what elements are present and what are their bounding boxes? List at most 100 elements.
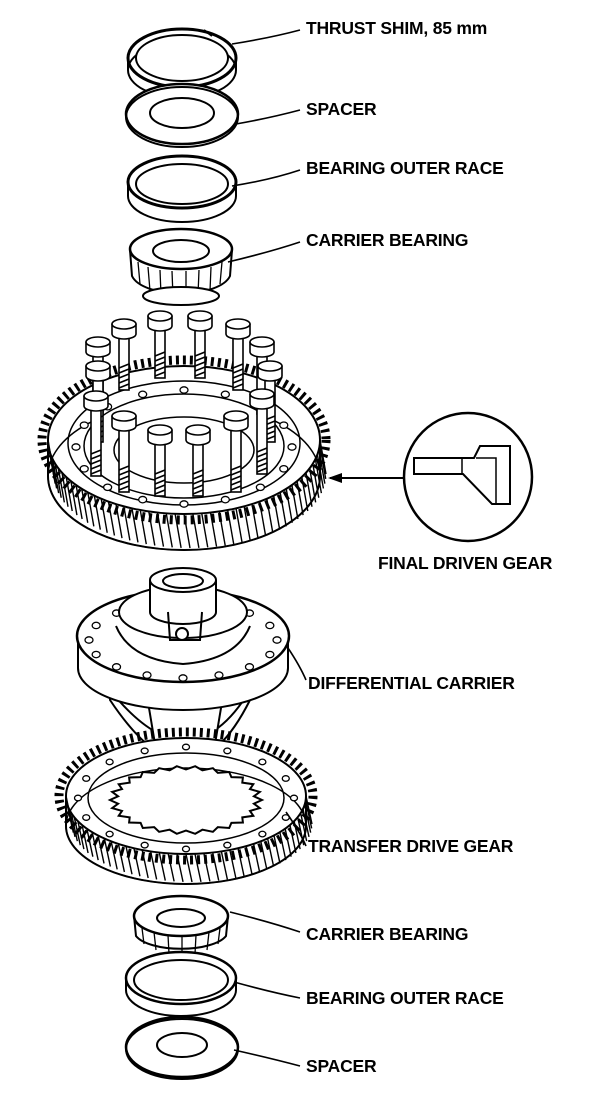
transfer-drive-gear-part bbox=[54, 727, 318, 885]
bolt-thread bbox=[90, 454, 102, 460]
gear-tooth-line bbox=[273, 835, 281, 864]
bolt-hole bbox=[140, 841, 149, 849]
bolt bbox=[223, 410, 249, 493]
gear-tooth-line bbox=[203, 853, 211, 882]
bolt-thread bbox=[154, 489, 166, 495]
bolt bbox=[111, 410, 137, 493]
gear-tooth-line bbox=[192, 513, 200, 548]
gear-tooth-line bbox=[316, 454, 325, 489]
bolt-thread bbox=[154, 371, 166, 377]
bearing-outer-race-top-part bbox=[126, 154, 238, 223]
bolt-thread bbox=[154, 356, 166, 362]
bolt-hole bbox=[84, 636, 94, 644]
bolt bbox=[83, 390, 109, 477]
gear-tooth-line bbox=[131, 508, 139, 543]
bolt-hole bbox=[79, 421, 89, 430]
bolt-thread bbox=[230, 485, 242, 491]
gear-tooth-line bbox=[54, 463, 62, 498]
bolt-thread bbox=[232, 373, 244, 379]
gear-tooth-line bbox=[318, 449, 326, 484]
bolt-head-top bbox=[85, 336, 111, 348]
gear-tooth-line bbox=[285, 488, 293, 523]
gear-tooth-line bbox=[284, 828, 292, 857]
bolt bbox=[111, 318, 137, 391]
gear-tooth-line bbox=[291, 484, 299, 520]
gear-tooth-line bbox=[87, 492, 95, 527]
gear-tooth-line bbox=[165, 513, 173, 548]
bearing-outer-race-bottom-part bbox=[124, 950, 238, 1017]
gear-tooth-line bbox=[258, 501, 267, 536]
bolt-thread bbox=[118, 470, 130, 476]
bolt-thread bbox=[192, 489, 204, 495]
bolt-thread bbox=[90, 464, 102, 470]
thrust-shim-part bbox=[126, 27, 238, 99]
bolt-hole bbox=[91, 650, 101, 659]
bolt bbox=[187, 310, 213, 379]
gear-tooth-line bbox=[260, 841, 268, 870]
gear-tooth-line bbox=[266, 838, 275, 867]
gear-tooth-line bbox=[289, 824, 297, 854]
gear-tooth-line bbox=[75, 484, 83, 520]
gear-tooth-line bbox=[68, 808, 76, 838]
final-driven-gear-label: FINAL DRIVEN GEAR bbox=[378, 553, 553, 573]
gear-tooth-line bbox=[93, 495, 102, 530]
bolt-thread bbox=[154, 484, 166, 490]
gear-tooth-line bbox=[194, 853, 202, 882]
spacer-bottom-part bbox=[124, 1015, 240, 1080]
bolt-hole bbox=[287, 443, 297, 451]
bolt-hole bbox=[71, 443, 81, 451]
gear-tooth-line bbox=[81, 488, 89, 523]
bolt-head-top bbox=[147, 424, 173, 436]
bolt-thread bbox=[194, 361, 206, 367]
bolt-hole bbox=[255, 483, 266, 492]
gear-tooth-line bbox=[73, 817, 81, 846]
bolt-thread bbox=[192, 479, 204, 485]
bolt-hole bbox=[281, 775, 290, 782]
bolt-thread bbox=[154, 351, 166, 357]
bolt-thread bbox=[118, 363, 130, 369]
bolt-hole bbox=[138, 495, 148, 504]
bolt-thread bbox=[118, 475, 130, 481]
gear-tooth-line bbox=[174, 513, 182, 548]
gear-tooth-line bbox=[57, 468, 66, 503]
bolt-hole bbox=[179, 386, 189, 394]
gear-tooth-line bbox=[314, 459, 323, 494]
bolt-thread bbox=[90, 469, 102, 475]
gear-tooth-line bbox=[125, 846, 133, 875]
gear-tooth-line bbox=[319, 444, 327, 479]
bolt-hole bbox=[82, 814, 91, 821]
gear-tooth-line bbox=[235, 508, 243, 543]
bolt-hole bbox=[289, 794, 299, 802]
bolt-head-top bbox=[223, 410, 249, 422]
bolt-head-top bbox=[185, 424, 211, 436]
bolt-hole bbox=[82, 775, 91, 782]
gear-tooth-line bbox=[279, 832, 287, 861]
gear-tooth-line bbox=[183, 513, 191, 549]
gear-tooth-line bbox=[139, 509, 147, 545]
gear-tooth-line bbox=[302, 808, 310, 838]
bolt-hole bbox=[223, 841, 232, 849]
gear-tooth-line bbox=[107, 501, 116, 536]
bolt-hole bbox=[140, 747, 149, 755]
bolt-thread bbox=[192, 474, 204, 480]
differential-carrier-part bbox=[75, 567, 291, 764]
gear-tooth-line bbox=[156, 512, 165, 547]
bolt-thread bbox=[194, 366, 206, 372]
gear-tooth-line bbox=[86, 828, 94, 857]
gear-tooth-line bbox=[81, 824, 89, 854]
bolt-thread bbox=[256, 467, 268, 473]
gear-tooth-line bbox=[301, 476, 309, 512]
bolt-head-top bbox=[257, 360, 283, 372]
bolt-head-top bbox=[225, 318, 251, 330]
bolt-thread bbox=[256, 452, 268, 458]
gear-tooth-line bbox=[51, 459, 60, 494]
bearing-outer-race-top-label: BEARING OUTER RACE bbox=[306, 158, 504, 178]
bolt-thread bbox=[118, 480, 130, 486]
gear-tooth-line bbox=[218, 511, 226, 546]
gear-tooth-line bbox=[176, 853, 184, 882]
bolt-thread bbox=[154, 474, 166, 480]
bolt-thread bbox=[154, 469, 166, 475]
bolt-hole bbox=[105, 758, 114, 766]
bolt-hole bbox=[102, 483, 113, 492]
carrier-bearing-top-part bbox=[128, 227, 234, 306]
